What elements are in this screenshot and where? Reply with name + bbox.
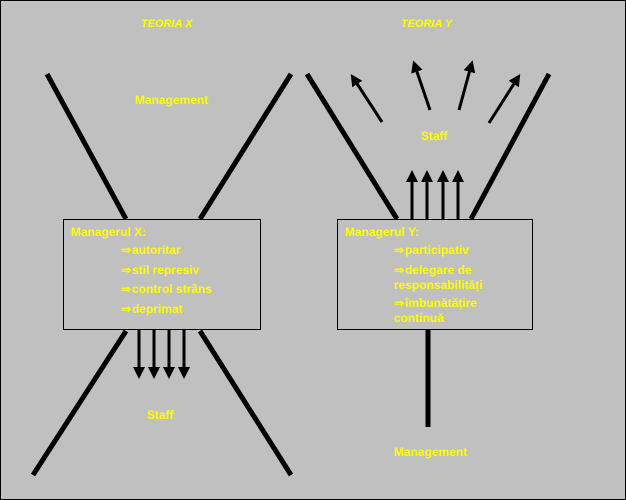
theory-x-down-arrows [133,329,190,379]
manager-x-item: ⇒autoritar [121,243,181,258]
y-line-left [304,72,400,221]
theory-x-management-label: Management [135,93,209,107]
theory-y-title: TEORIA Y [401,18,453,30]
y-line-right [468,72,552,221]
manager-x-item: ⇒control strâns [121,282,212,297]
manager-x-item-label: stil represiv [132,263,200,277]
manager-y-box: Managerul Y: ⇒participativ ⇒delegare de … [337,219,533,330]
theory-y-staff-label: Staff [421,129,448,143]
manager-x-item: ⇒deprimat [121,302,183,317]
implies-arrow-icon: ⇒ [394,263,405,277]
manager-y-item-label: participativ [405,243,470,257]
manager-x-item: ⇒stil represiv [121,263,199,278]
theory-y-up-arrows [406,170,464,219]
manager-y-item: ⇒delegare de responsabilități [394,263,528,293]
theory-y-fan-arrows [350,60,521,124]
x-line-upper-right [197,72,294,221]
theory-y-v-lines [304,72,552,427]
x-line-upper-left [44,72,129,221]
y-fan-arrow [411,60,432,111]
y-fan-arrow [457,60,476,111]
manager-y-item: ⇒participativ [394,243,469,258]
theory-y-management-label: Management [394,445,468,459]
implies-arrow-icon: ⇒ [394,296,405,310]
manager-y-heading: Managerul Y: [345,225,420,239]
manager-x-item-label: autoritar [132,243,181,257]
y-fan-arrow [487,73,521,124]
manager-x-item-label: deprimat [132,302,183,316]
manager-x-item-label: control strâns [132,282,213,296]
implies-arrow-icon: ⇒ [121,243,132,257]
implies-arrow-icon: ⇒ [121,282,132,296]
manager-y-item: ⇒îmbunătățire continuă [394,296,528,326]
x-line-lower-right [197,329,294,477]
theory-x-title: TEORIA X [141,18,193,30]
theory-x-staff-label: Staff [147,408,174,422]
manager-x-box: Managerul X: ⇒autoritar ⇒stil represiv ⇒… [63,219,261,330]
theory-x-cross-lines [30,72,294,477]
implies-arrow-icon: ⇒ [121,263,132,277]
implies-arrow-icon: ⇒ [394,243,405,257]
manager-y-item-label: delegare de responsabilități [394,263,483,292]
x-line-lower-left [30,329,129,477]
manager-x-heading: Managerul X: [71,225,147,239]
y-fan-arrow [350,73,384,123]
manager-y-item-label: îmbunătățire continuă [394,296,478,325]
implies-arrow-icon: ⇒ [121,302,132,316]
